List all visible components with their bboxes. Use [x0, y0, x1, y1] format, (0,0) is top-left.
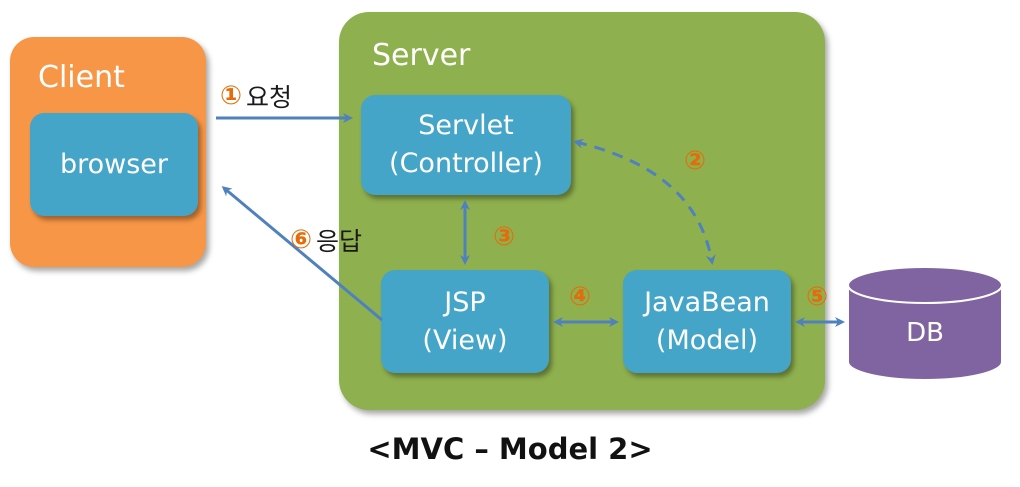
jsp-box: JSP (View) — [381, 270, 549, 373]
step-3-number: ③ — [493, 222, 516, 252]
jsp-role: (View) — [422, 324, 508, 356]
servlet-model-arrow — [573, 138, 716, 265]
client-title: Client — [38, 60, 125, 95]
diagram-caption: <MVC – Model 2> — [367, 432, 653, 466]
browser-box: browser — [30, 113, 198, 216]
javabean-box: JavaBean (Model) — [623, 270, 791, 373]
servlet-box: Servlet (Controller) — [361, 95, 571, 195]
database-cylinder-icon — [847, 266, 1003, 381]
step-1-label: 요청 — [246, 83, 293, 112]
step-6: ⑥ 응답 — [290, 222, 362, 258]
step-1-number: ① — [220, 81, 243, 111]
step-6-label: 응답 — [316, 227, 363, 256]
response-arrow — [221, 186, 383, 322]
step-5-number: ⑤ — [806, 282, 829, 312]
step-2-number: ② — [684, 146, 707, 176]
browser-label: browser — [59, 148, 169, 180]
step-4-number: ④ — [569, 282, 592, 312]
javabean-role: (Model) — [655, 324, 759, 356]
javabean-label: JavaBean — [644, 286, 770, 318]
step-1: ① 요청 — [220, 78, 292, 114]
server-title: Server — [372, 38, 471, 73]
jsp-label: JSP — [444, 286, 486, 318]
servlet-role: (Controller) — [389, 148, 543, 179]
servlet-label: Servlet — [418, 110, 514, 141]
step-6-number: ⑥ — [290, 225, 313, 255]
db-label: DB — [906, 318, 944, 348]
